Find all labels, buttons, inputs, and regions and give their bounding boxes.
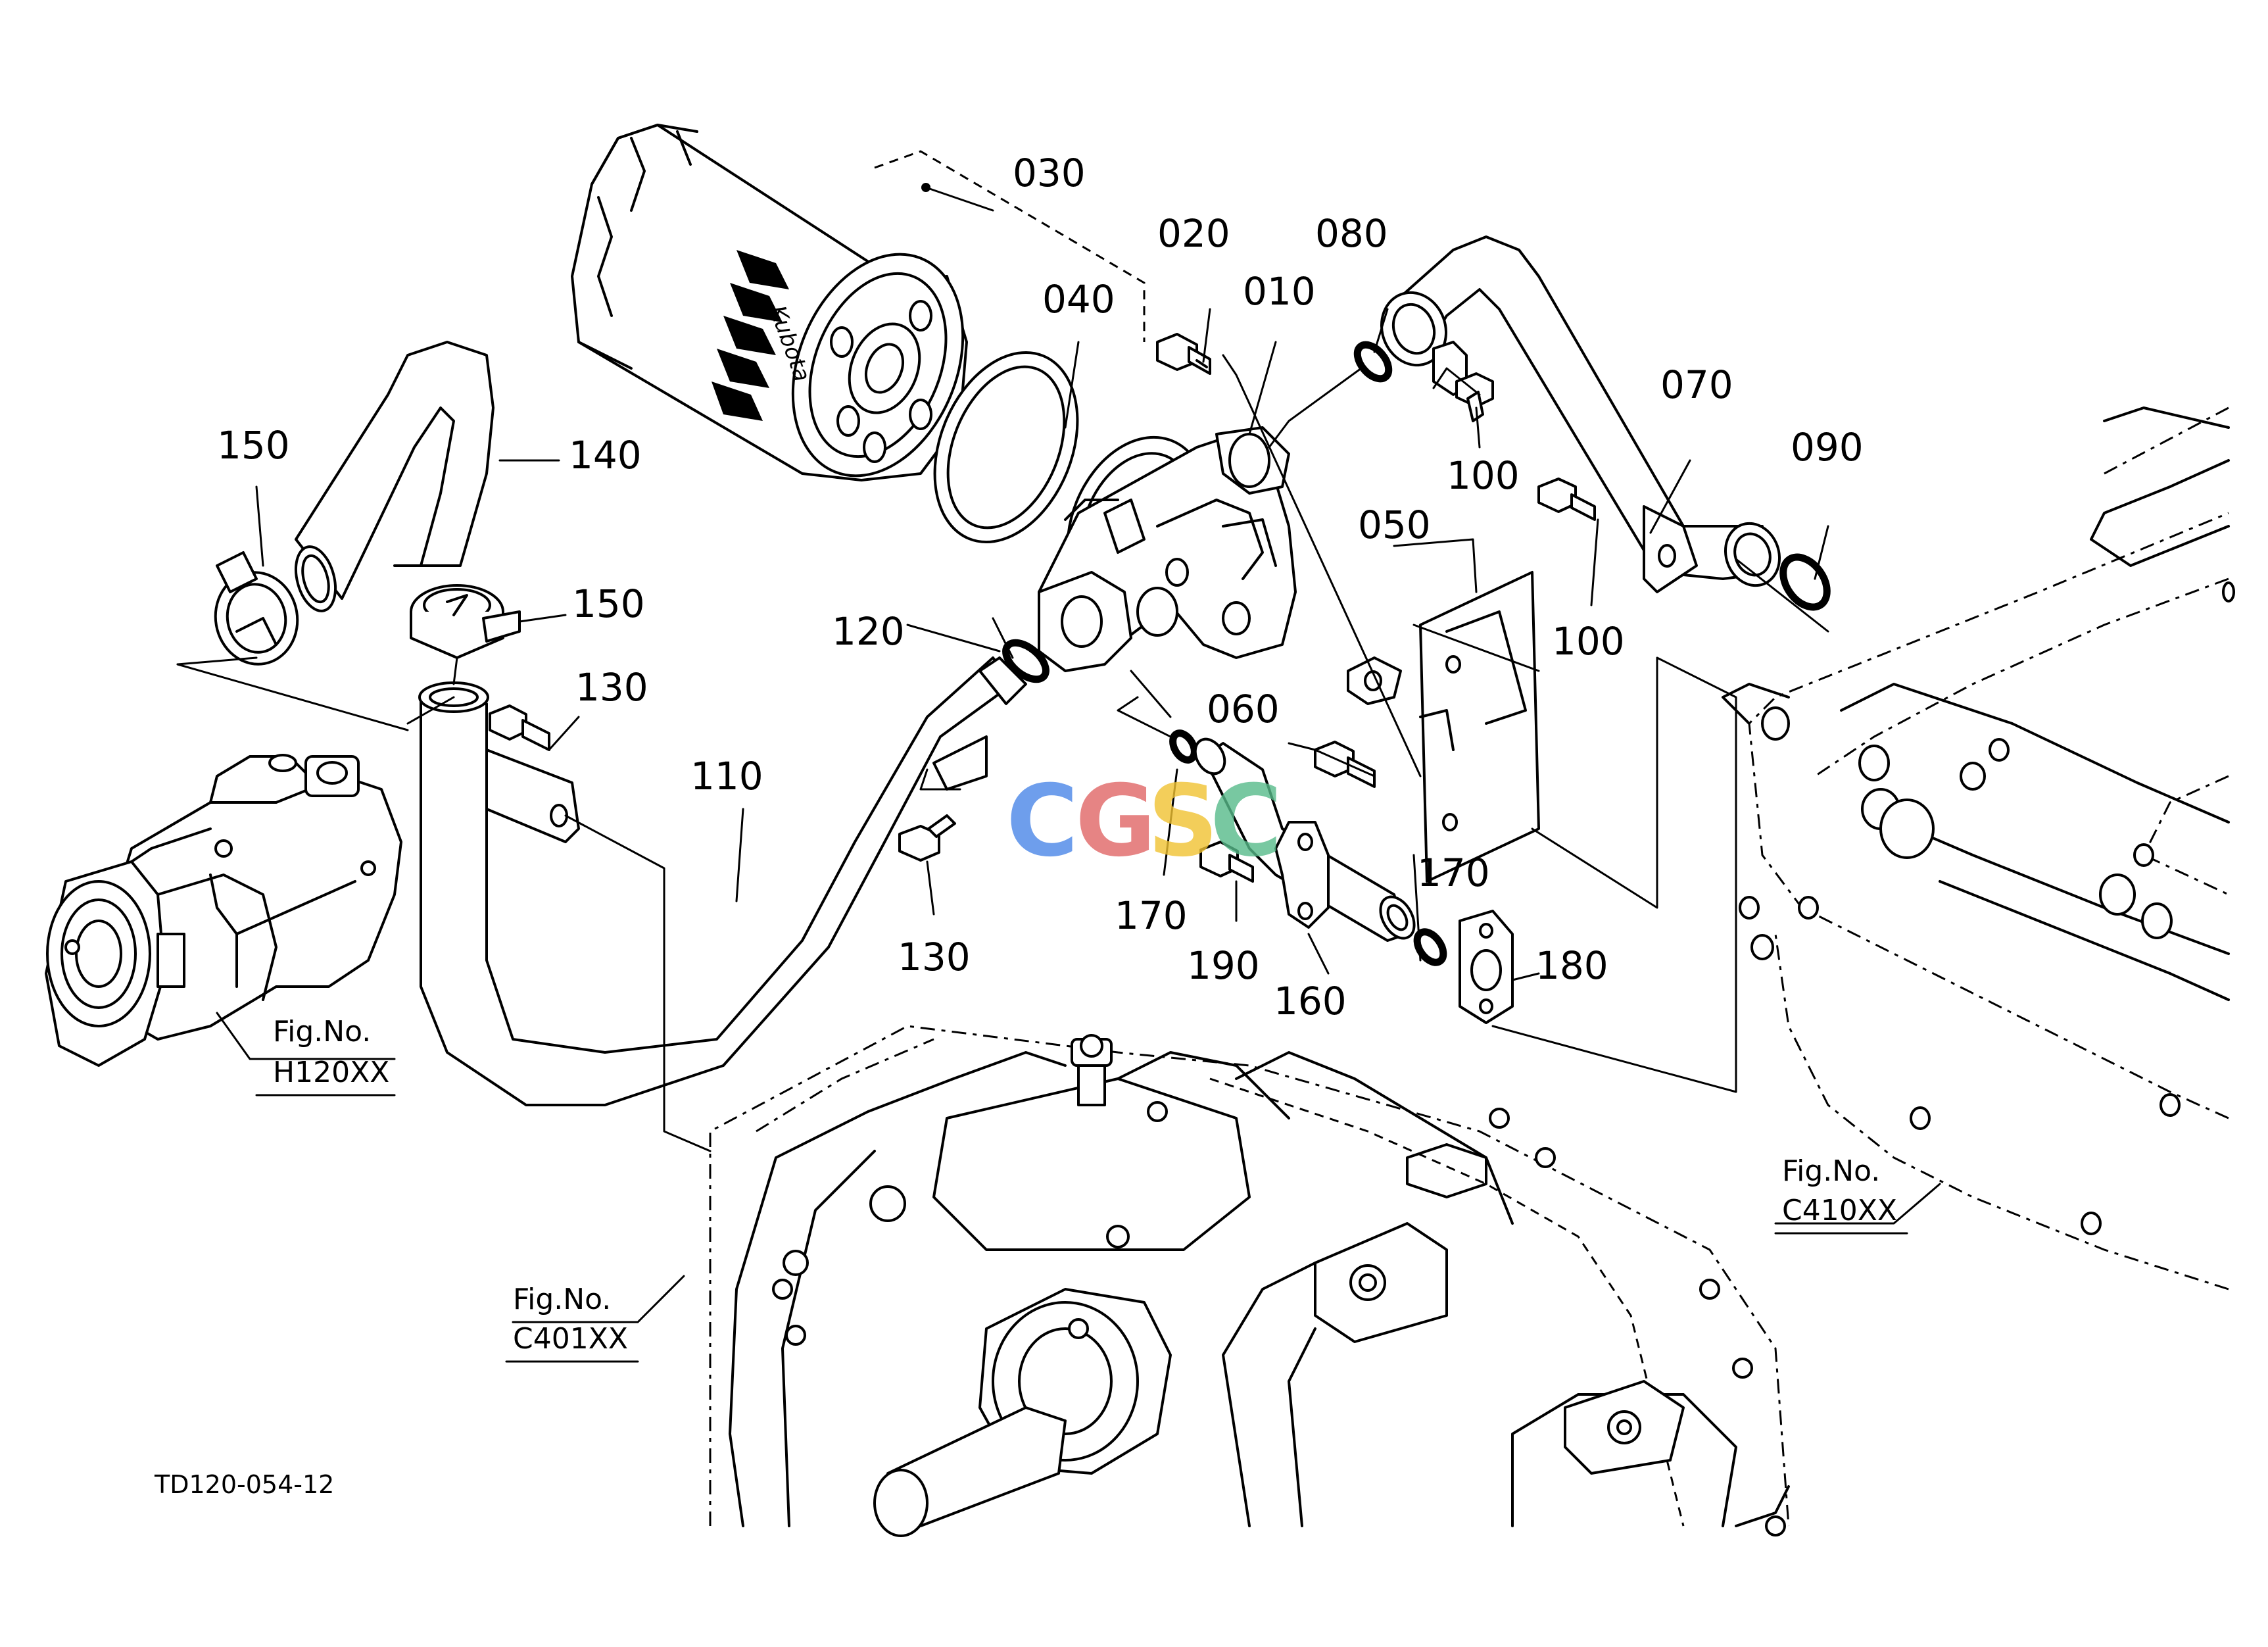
callout-100-lower: 100	[1552, 619, 1625, 664]
figure-references: Fig.No. H120XX Fig.No. C401XX Fig.No. C4…	[255, 1015, 1908, 1363]
o-ring-090	[1779, 553, 1831, 611]
hydraulic-pump-drawing	[45, 754, 402, 1067]
filter-gasket	[933, 351, 1079, 544]
pipe-160	[1194, 737, 1416, 942]
filter-head	[1038, 426, 1297, 672]
callout-170-right: 170	[1417, 850, 1490, 895]
svg-text:Fig.No.: Fig.No.	[1782, 1154, 1880, 1188]
pipe-070	[1380, 235, 1781, 593]
bolt-190	[1199, 841, 1254, 883]
svg-text:Fig.No.: Fig.No.	[513, 1283, 611, 1316]
callout-180: 180	[1535, 943, 1608, 988]
callout-120: 120	[832, 609, 905, 654]
watermark-letter-4: C	[1210, 764, 1282, 879]
leader-lines	[176, 150, 1941, 1323]
callout-070: 070	[1660, 362, 1733, 407]
flange-gasket-180	[1459, 910, 1514, 1024]
callout-060: 060	[1207, 687, 1280, 731]
bolt-060	[1314, 741, 1376, 788]
hose-clamp-150-right	[410, 584, 521, 659]
callout-040: 040	[1042, 277, 1115, 322]
callout-090: 090	[1791, 425, 1864, 470]
callout-190: 190	[1187, 943, 1260, 988]
bolt-020	[1156, 333, 1211, 375]
callout-140: 140	[569, 433, 642, 478]
figref-c401xx: Fig.No. C401XX	[505, 1283, 639, 1363]
callout-020: 020	[1157, 211, 1230, 256]
hose-140	[295, 341, 495, 612]
callout-150-right: 150	[572, 581, 645, 626]
callout-050: 050	[1358, 503, 1431, 547]
svg-text:Fig.No.: Fig.No.	[273, 1015, 371, 1048]
watermark-letter-2: G	[1075, 764, 1156, 879]
svg-text:C401XX: C401XX	[513, 1322, 628, 1356]
callout-labels: 010 020 030 040 050 060 070 080 090 100 …	[217, 151, 1864, 1023]
callout-110: 110	[690, 754, 763, 799]
o-ring-080	[1353, 341, 1393, 383]
pipe-110	[418, 656, 1027, 1106]
callout-130-lower: 130	[898, 935, 971, 979]
callout-170-left: 170	[1115, 893, 1188, 938]
callout-030: 030	[1013, 151, 1086, 195]
o-ring-170-lower	[1413, 928, 1447, 966]
bolt-100-lower	[1537, 478, 1596, 521]
callout-150-left: 150	[217, 423, 290, 468]
callout-100-upper: 100	[1447, 453, 1520, 498]
bolt-130-lower	[898, 814, 956, 862]
watermark-logo: C G S C	[1006, 764, 1282, 879]
o-ring-170-upper	[1169, 729, 1198, 764]
oil-filter-cartridge: Kubota	[571, 124, 968, 481]
callout-160: 160	[1274, 979, 1347, 1023]
filter-band: Kubota	[712, 250, 815, 421]
figref-h120xx: Fig.No. H120XX	[255, 1015, 396, 1096]
callout-130-upper: 130	[575, 665, 648, 710]
drawing-code: TD120-054-12	[154, 1470, 334, 1499]
figref-c410xx: Fig.No. C410XX	[1774, 1154, 1908, 1235]
transmission-case-drawing	[709, 1025, 1790, 1537]
watermark-letter-1: C	[1006, 764, 1078, 879]
watermark-letter-3: S	[1147, 764, 1218, 879]
bolt-130-upper	[489, 704, 550, 751]
svg-text:C410XX: C410XX	[1782, 1194, 1897, 1227]
callout-010: 010	[1243, 269, 1316, 314]
hose-clamp-150-left	[214, 551, 299, 666]
bracket-050	[1347, 571, 1540, 883]
svg-text:H120XX: H120XX	[273, 1056, 389, 1089]
callout-080: 080	[1315, 211, 1388, 256]
frame-drawing	[1722, 406, 2235, 1291]
